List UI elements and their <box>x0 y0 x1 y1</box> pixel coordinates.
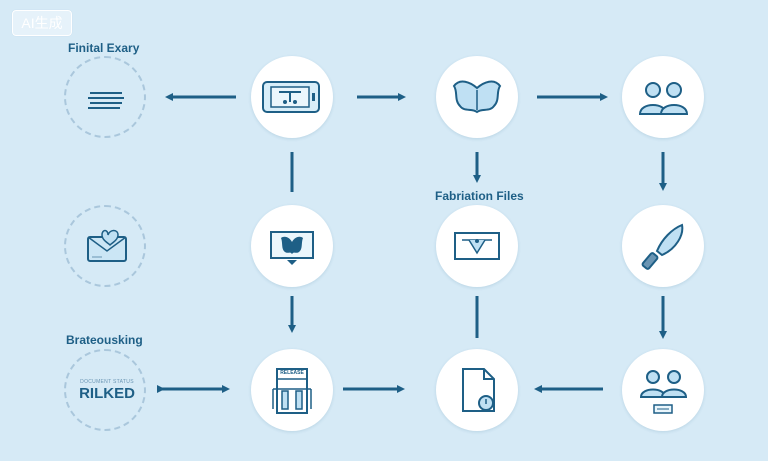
cabinet-icon <box>272 368 312 414</box>
team-icon <box>639 370 688 414</box>
label-brateousking: Brateousking <box>66 333 143 347</box>
node-document-file <box>436 349 518 431</box>
node-fabrication-files <box>436 205 518 287</box>
node-people-top <box>622 56 704 138</box>
node-team-review <box>622 349 704 431</box>
node-tablet-device <box>251 56 333 138</box>
label-finital-exary: Finital Exary <box>68 41 140 55</box>
people-icon <box>638 82 689 115</box>
label-fabriation-files: Fabriation Files <box>435 189 524 203</box>
watermark-badge: AI生成 <box>12 10 72 36</box>
knife-icon <box>641 223 684 270</box>
stacked-lines-icon <box>88 92 124 109</box>
monitor-butterfly-icon <box>270 231 314 265</box>
node-envelope-left <box>64 205 146 287</box>
file-triangle-icon <box>454 232 500 260</box>
node-finital-exary <box>64 56 146 138</box>
node-storage-cabinet: RELEASE <box>251 349 333 431</box>
envelope-heart-icon <box>87 229 127 262</box>
butterfly-fabric-icon <box>452 80 502 114</box>
node-fabric-shape <box>436 56 518 138</box>
ranked-title: RILKED <box>79 385 135 402</box>
node-cutting-tool <box>622 205 704 287</box>
node-monitor-pattern <box>251 205 333 287</box>
cabinet-caption: RELEASE <box>280 370 304 376</box>
ranked-caption: DOCUMENT STATUS <box>80 379 134 385</box>
document-clock-icon <box>462 368 495 412</box>
node-ranked: DOCUMENT STATUS RILKED <box>64 349 146 431</box>
tablet-icon <box>262 81 320 113</box>
